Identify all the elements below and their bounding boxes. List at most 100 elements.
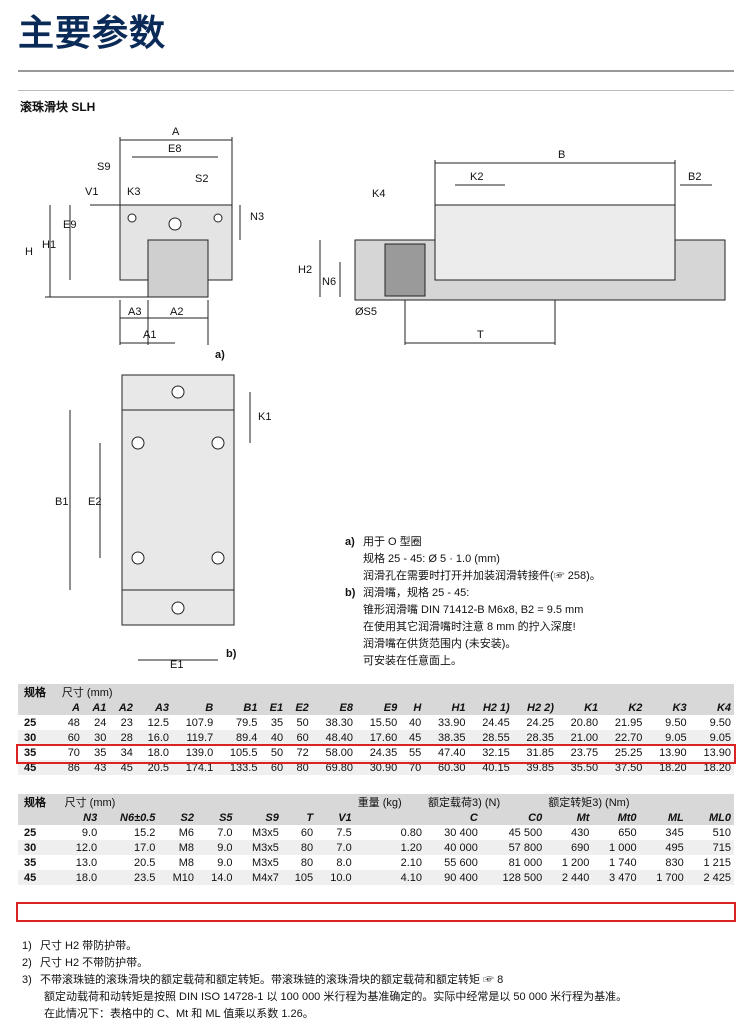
column-header: K2 [601,700,646,715]
dim-label-h: H [25,246,33,258]
column-header: Mt [545,810,593,825]
dim-label-a3: A3 [128,306,141,318]
value-cell: 45 500 [508,826,543,839]
title-rule [18,70,734,72]
column-header: H1 [424,700,469,715]
note-b-line5: 可安装在任意面上。 [363,655,462,667]
value-cell: 50 [296,716,309,729]
value-cell: 2 425 [686,870,734,885]
dim-label-e8: E8 [168,143,181,155]
value-cell: 60 [58,730,83,745]
column-header: E8 [311,700,356,715]
column-header: K3 [645,700,690,715]
note-b-tag: b) [345,587,356,599]
side-view-block [434,204,676,281]
value-cell: 33.90 [437,716,466,729]
value-cell: 15.2 [134,826,156,839]
value-cell: 22.70 [601,730,646,745]
size-cell: 35 [24,856,37,869]
value-cell: 17.60 [356,730,401,745]
value-cell: 28.35 [512,730,557,745]
value-cell: 40 [409,716,422,729]
value-cell: 58.00 [325,746,353,759]
value-cell: 70 [67,746,80,759]
value-cell: 40 000 [425,840,481,855]
value-cell: 28 [109,730,136,745]
footnote-1-num: 1) [22,940,32,952]
value-cell: 139.0 [185,746,214,759]
value-cell: 23 [120,716,133,729]
value-cell: 7.0 [316,840,355,855]
value-cell: 57 800 [480,840,546,855]
value-cell: 7.5 [336,826,352,839]
value-cell: 90 400 [425,870,481,885]
dim-label-v1: V1 [85,186,98,198]
value-cell: 13.0 [75,856,98,869]
value-cell: M8 [158,840,197,855]
table-header-row: 规格尺寸 (mm)重量 (kg)额定载荷3) (N)额定转矩3) (Nm) [18,794,734,810]
value-cell: 40 [260,730,287,745]
dim-label-b2: B2 [688,171,701,183]
value-cell: 31.85 [526,746,554,759]
value-cell: 23.75 [570,746,599,759]
highlight-size-35-table1 [16,744,736,764]
value-cell: M6 [178,826,194,839]
end-view-rail [147,239,209,298]
value-cell: 128 500 [480,870,546,885]
column-header: E2 [286,700,312,715]
value-cell: 9.0 [196,840,236,855]
value-cell: 25.25 [614,746,643,759]
column-header: C0 [480,810,546,825]
value-cell: 4.10 [354,870,426,885]
value-cell: 32.15 [482,746,510,759]
dim-label-t: T [477,329,484,341]
footnote-3-num: 3) [22,974,32,986]
value-cell: 16.0 [135,730,172,745]
value-cell: 430 [571,826,590,839]
dim-label-a: A [172,126,180,138]
value-cell: 830 [665,856,684,869]
note-a-line1: 用于 O 型圈 [363,536,422,548]
value-cell: 48.40 [311,730,356,745]
column-header: B [172,700,217,715]
value-cell: 14.0 [196,870,236,885]
value-cell: 1 700 [639,870,687,885]
value-cell: 55 600 [444,856,478,869]
value-cell: 715 [686,840,734,855]
value-cell: 13.90 [659,746,687,759]
value-cell: 9.05 [689,730,734,745]
value-cell: 10.0 [316,870,355,885]
column-header: N6±0.5 [100,810,159,825]
column-header: S2 [158,810,197,825]
column-header: K1 [556,700,602,715]
value-cell: 79.5 [236,716,258,729]
value-cell: 89.4 [216,730,261,745]
value-cell: 9.0 [217,856,233,869]
value-cell: 17.0 [100,840,159,855]
value-cell: 345 [665,826,684,839]
footnote-3b: 额定动载荷和动转矩是按照 DIN ISO 14728-1 以 100 000 米… [44,991,628,1003]
value-cell: 81 000 [508,856,543,869]
dim-label-n3: N3 [250,211,264,223]
size-cell: 25 [24,826,37,839]
value-cell: 1 215 [703,856,731,869]
column-header: E1 [260,700,287,715]
column-header: A1 [82,700,110,715]
dim-label-e2: E2 [88,496,101,508]
value-cell: 9.05 [645,730,690,745]
column-header-spacer [18,810,62,825]
value-cell: M10 [158,870,197,885]
top-view-block [121,374,235,626]
moment-header: 额定转矩3) (Nm) [545,794,734,810]
value-cell: 24 [94,716,107,729]
value-cell: 12.5 [147,716,169,729]
footnote-3c: 在此情况下：表格中的 C、Mt 和 ML 值乘以系数 1.26。 [44,1008,314,1020]
value-cell: 21.95 [614,716,643,729]
value-cell: 48 [67,716,80,729]
dim-label-k1: K1 [258,411,271,423]
value-cell: 20.5 [134,856,156,869]
dim-label-n6: N6 [322,276,336,288]
